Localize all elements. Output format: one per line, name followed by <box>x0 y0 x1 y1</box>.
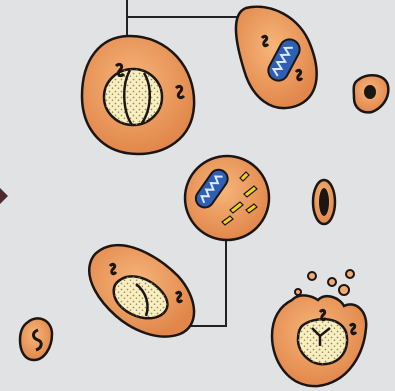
apoptotic-bleb-icon <box>308 272 316 280</box>
elongated-cell-shrinking-nucleus <box>89 245 194 336</box>
small-cell-fragment-bottom-left <box>20 318 52 360</box>
blebbing-cell-bottom-right <box>272 270 366 386</box>
small-cell-fragment-top-right <box>354 75 389 112</box>
central-cell-mitochondrion-chromosomes <box>185 156 269 240</box>
round-cell-with-nucleus <box>82 36 194 154</box>
elongated-cell-with-mitochondrion <box>236 7 317 108</box>
elongated-cell-fragment-right <box>313 180 335 224</box>
arrowhead-icon <box>0 188 8 204</box>
connector-top <box>127 0 240 17</box>
connector-center-down <box>190 240 226 326</box>
